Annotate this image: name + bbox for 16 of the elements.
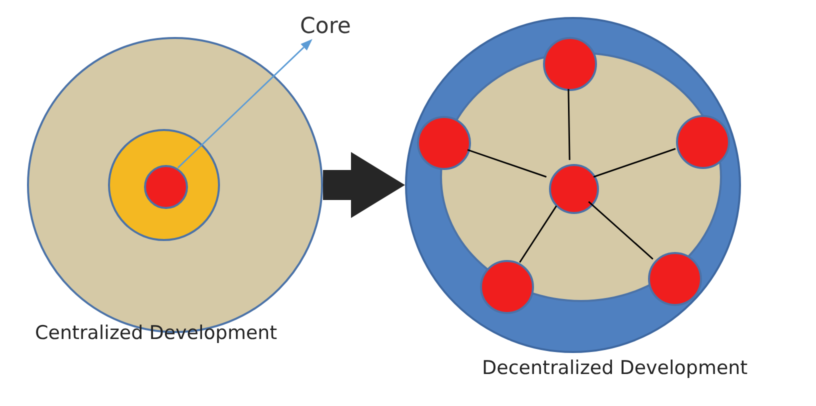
core-label: Core: [300, 14, 351, 39]
node-circle: [549, 164, 599, 214]
connector-line: [519, 206, 557, 263]
diagram-caption: Decentralized Development: [482, 357, 748, 379]
connector-line: [593, 148, 676, 178]
leader-line: [177, 39, 312, 168]
diagram-caption: Centralized Development: [35, 322, 278, 344]
connector-line: [588, 201, 654, 260]
node-circle: [543, 37, 597, 91]
connector-line: [467, 149, 547, 178]
node-circle: [648, 252, 702, 306]
block-arrow: [323, 152, 405, 218]
node-circle: [417, 116, 471, 170]
node-circle: [480, 260, 534, 314]
connector-line: [568, 88, 570, 160]
core-circle: [144, 165, 188, 209]
